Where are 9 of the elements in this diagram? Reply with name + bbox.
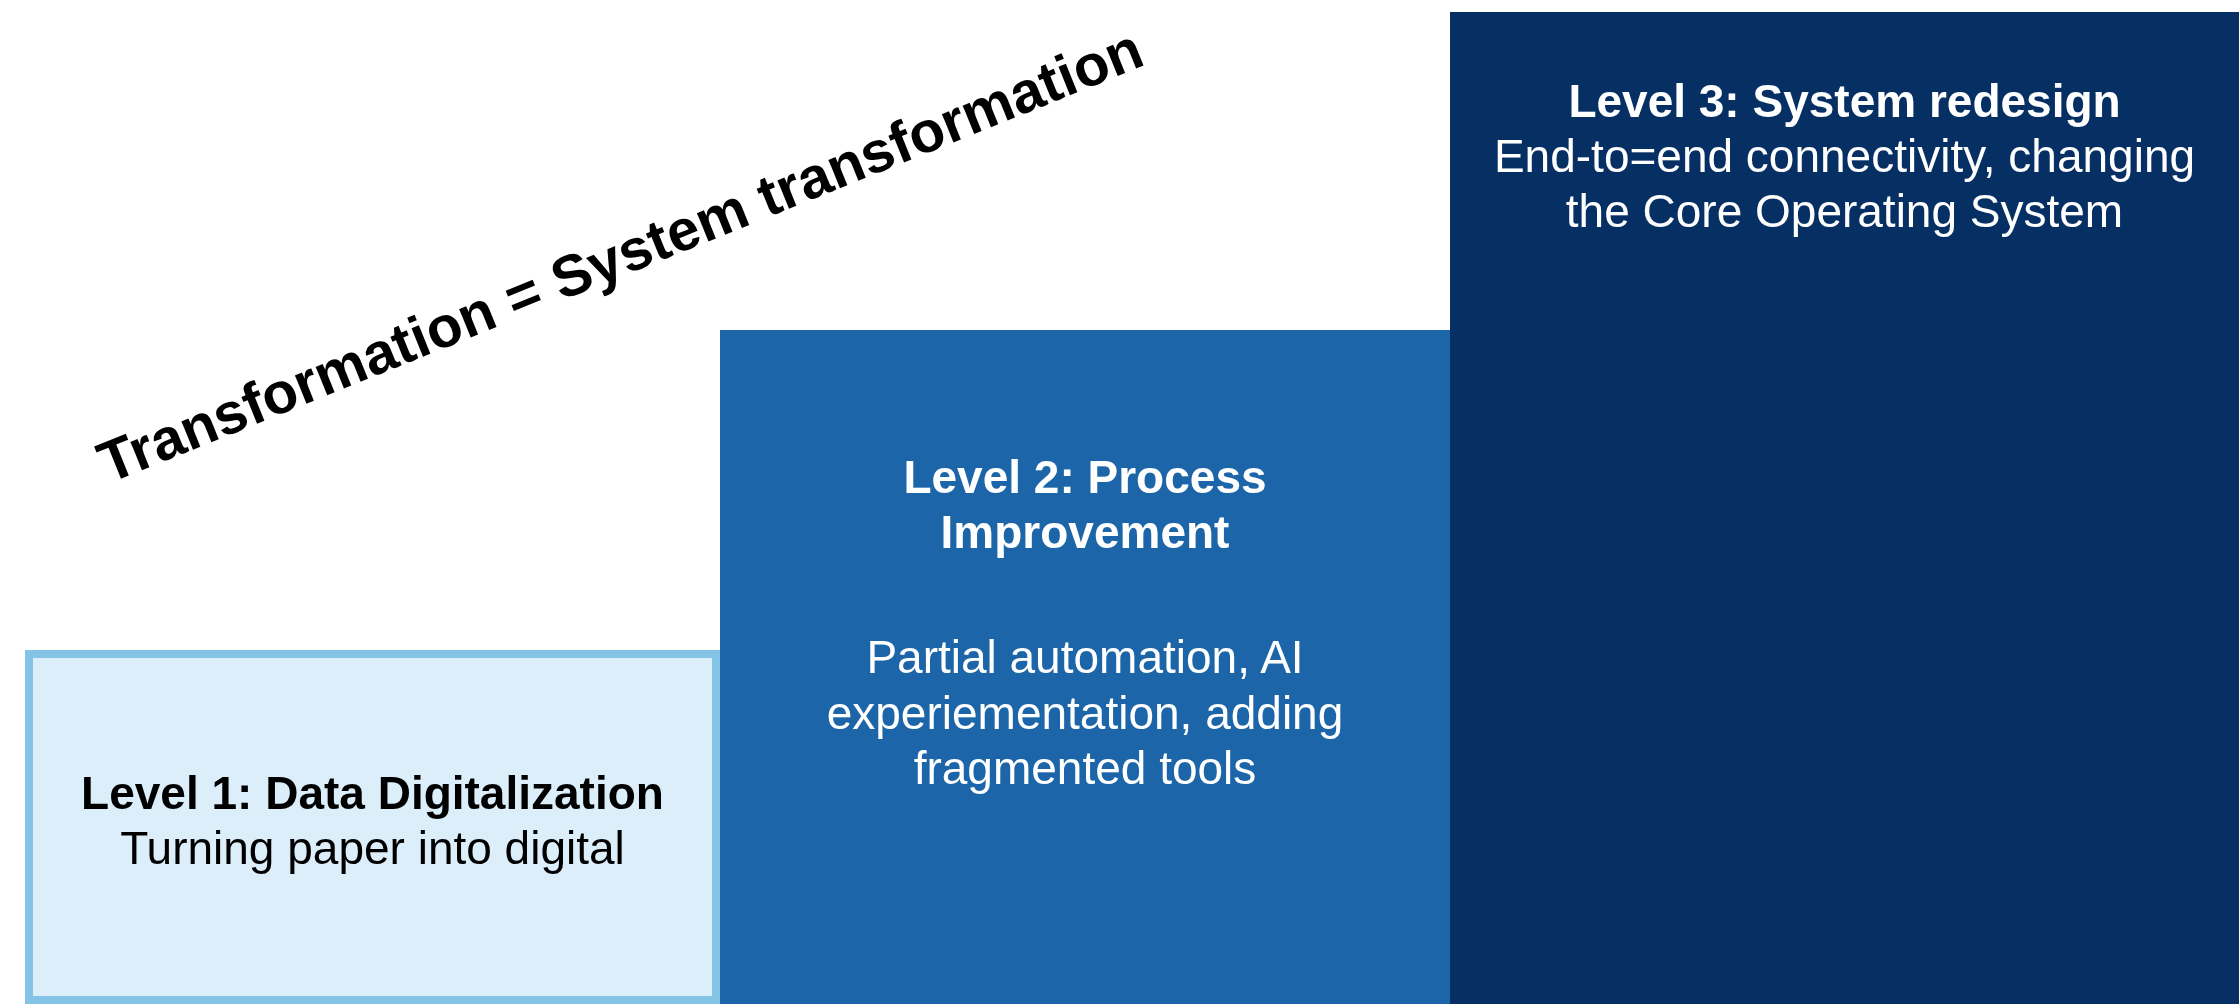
level-step-box (1450, 12, 2239, 1004)
level-heading: Level 2: Process Improvement (902, 450, 1268, 561)
level-description: Partial automation, AI experiementation, adding fragmented tools (825, 630, 1345, 796)
level-step-box (25, 650, 720, 1004)
level-heading: Level 1: Data Digitalization (81, 766, 664, 821)
level-step-box (720, 330, 1450, 1004)
level-heading: Level 3: System redesign (1568, 74, 2121, 129)
level-description: Turning paper into digital (120, 821, 625, 877)
level-description: End-to=end connectivity, changing the Core Operating System (1492, 129, 2197, 240)
